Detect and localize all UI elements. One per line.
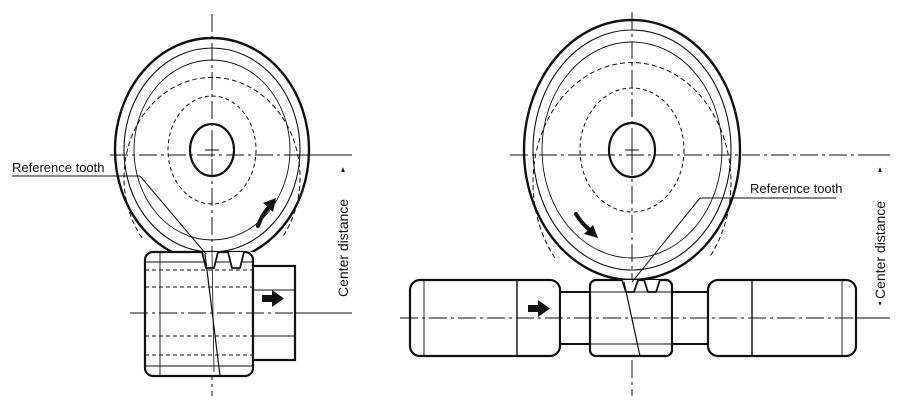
right-arrow-icon-right: [528, 300, 550, 317]
left-center-distance-label: Center distance: [335, 199, 351, 297]
right-center-distance-label: Center distance: [872, 201, 888, 299]
right-pitch-circle: [532, 62, 732, 259]
right-figure: Reference tooth Center distance: [400, 12, 890, 396]
curved-arrow-icon: [256, 198, 276, 228]
right-reference-tooth-label: Reference tooth: [750, 181, 843, 196]
left-reference-tooth-label: Reference tooth: [12, 160, 105, 175]
right-distance-label-bg: [871, 172, 889, 302]
left-reference-leader: [12, 175, 207, 255]
left-distance-label-bg: [334, 172, 352, 300]
right-arrow-icon: [262, 290, 284, 307]
right-worm: [400, 278, 880, 358]
right-reference-leader: [631, 197, 836, 283]
left-worm: [130, 250, 335, 378]
curved-arrow-icon-right: [574, 212, 598, 238]
left-figure: Reference tooth Center distance: [12, 14, 352, 396]
